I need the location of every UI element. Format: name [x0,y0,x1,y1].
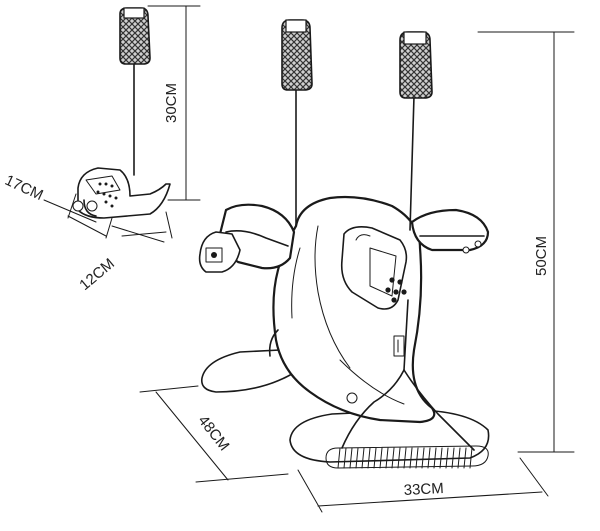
console-panel [340,226,408,310]
total-height-label: 50CM [533,236,550,276]
body-screw [346,392,358,404]
pedal-exerciser [198,19,490,469]
base-width-label: 33CM [403,480,444,499]
base-depth-label: 48CM [195,412,233,454]
console-buttons [385,277,407,303]
dim-total-height: 50CM [477,31,575,453]
pedal-body-detail [77,167,171,219]
right-strap-rod [409,95,415,231]
pedal-grip-dots [96,182,118,208]
dim-pedal-width: 12CM [76,211,173,294]
rear-foot [200,349,294,393]
pedal-width-label: 12CM [76,255,118,294]
dim-base-depth: 48CM [139,385,289,483]
coil-rings [337,447,473,469]
right-crank-hub [410,208,490,252]
pedal-detail [72,7,171,219]
coiled-cable [325,445,489,469]
power-switch [393,335,405,357]
dim-base-width: 33CM [297,457,549,513]
pedal-length-label: 17CM [2,172,45,204]
strap-height-label: 30CM [163,83,180,123]
dim-strap-height: 30CM [147,5,201,201]
